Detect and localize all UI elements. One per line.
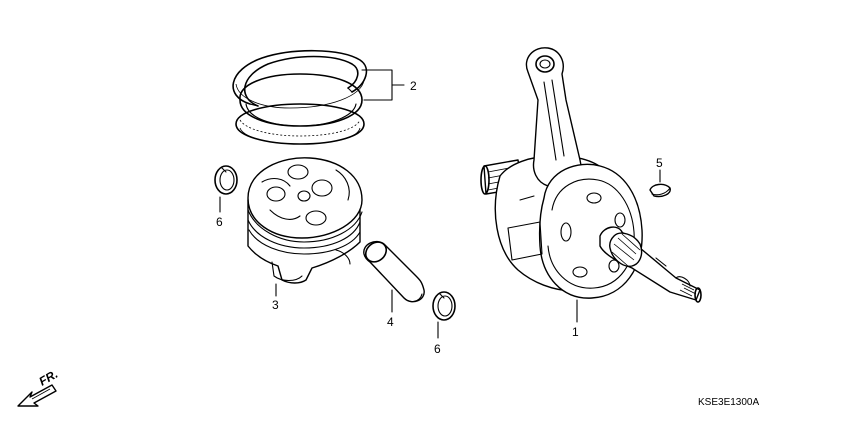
diagram-code: KSE3E1300A (698, 397, 759, 408)
part-label-6-left: 6 (216, 215, 223, 229)
part-label-1: 1 (572, 325, 579, 339)
part-label-5: 5 (656, 156, 663, 170)
piston-drawing (247, 157, 363, 284)
front-direction-label: FR. (37, 367, 61, 389)
piston-pin-drawing (363, 240, 425, 303)
crankshaft-drawing (480, 47, 702, 303)
part-label-3: 3 (272, 298, 279, 312)
clip-left-drawing (214, 165, 238, 195)
part-label-2: 2 (410, 79, 417, 93)
clip-right-drawing (432, 291, 456, 321)
front-direction-arrow-icon (17, 384, 57, 407)
woodruff-key-drawing (649, 183, 671, 198)
leader-2 (361, 69, 405, 101)
part-label-4: 4 (387, 315, 394, 329)
piston-ring-set-drawing (232, 49, 368, 145)
part-label-6-right: 6 (434, 342, 441, 356)
